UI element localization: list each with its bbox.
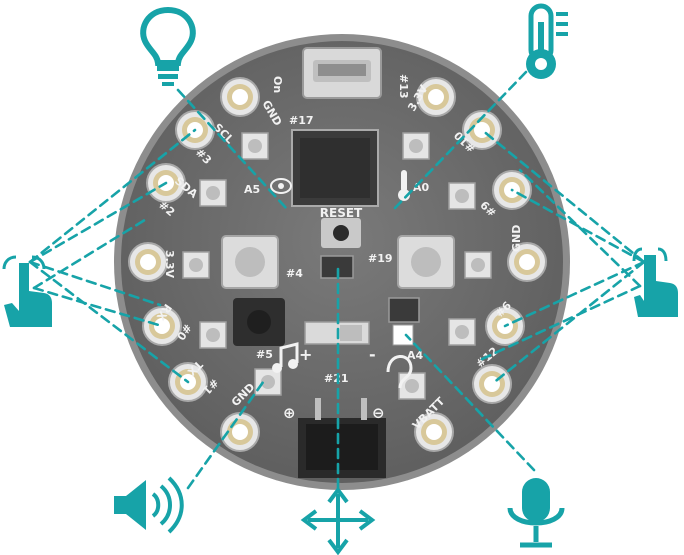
label-on: On: [271, 76, 284, 93]
dashed-line: [478, 284, 642, 362]
neopixel-lens: [455, 189, 469, 203]
eye-mark-icon: [270, 178, 292, 194]
label-p13: #13: [397, 74, 410, 99]
neopixel-body: [241, 132, 269, 160]
label-p5: #5: [256, 348, 273, 361]
label-a5: A5: [244, 183, 260, 196]
battery-connector: [298, 398, 386, 478]
dashed-line: [393, 70, 528, 210]
pad-hole: [426, 424, 442, 440]
dashed-line: [28, 128, 197, 264]
music-note-mark-icon: [272, 342, 299, 373]
circuit-board: RESET #4 #19 #5 #21 #17 A5 A0 A4 + - ⊕ ⊖…: [114, 34, 570, 490]
dashed-line: [490, 260, 646, 386]
pad-hole: [428, 89, 444, 105]
label-plus-circle: ⊕: [283, 404, 296, 422]
neopixel: [398, 372, 426, 400]
reset-button[interactable]: [321, 218, 361, 248]
pad-hole: [154, 318, 170, 334]
connector-lines: [28, 70, 646, 490]
neopixel-lens: [409, 139, 423, 153]
dashed-line: [28, 181, 168, 264]
label-a4: A4: [407, 349, 424, 362]
neopixel: [464, 251, 492, 279]
label-minus: -: [369, 345, 376, 364]
pad: [414, 412, 454, 452]
neopixel: [402, 132, 430, 160]
dashed-line: [32, 216, 150, 290]
neopixel: [199, 179, 227, 207]
neopixel: [448, 182, 476, 210]
light-sensor-chip: [388, 297, 420, 323]
lightbulb-icon: [140, 6, 196, 86]
move-arrows-icon: [300, 486, 376, 555]
neopixel-lens: [471, 258, 485, 272]
pad-hole: [232, 424, 248, 440]
pad-hole: [232, 89, 248, 105]
neopixel-lens: [206, 186, 220, 200]
neopixel-lens: [405, 379, 419, 393]
microphone-chip: [392, 324, 414, 346]
dashed-line: [404, 333, 536, 472]
dashed-line: [176, 88, 288, 210]
label-p21: #21: [324, 372, 349, 385]
label-minus-circle: ⊖: [372, 404, 385, 422]
usb-connector: [302, 47, 382, 99]
pad: [220, 77, 260, 117]
neopixel-lens: [261, 375, 275, 389]
dashed-line: [510, 188, 646, 264]
neopixel-lens: [189, 258, 203, 272]
dashed-line: [28, 260, 190, 384]
label-p19: #19: [368, 252, 393, 265]
neopixel: [448, 318, 476, 346]
speaker-icon: [114, 476, 184, 534]
pad-hole: [519, 254, 535, 270]
pad: [168, 362, 208, 402]
pad-label-33v-left: 3.3V: [163, 250, 176, 278]
label-reset: RESET: [320, 206, 363, 220]
pad: [416, 77, 456, 117]
neopixel-lens: [206, 328, 220, 342]
dashed-line: [480, 128, 646, 264]
dashed-line: [186, 376, 268, 490]
pad: [507, 242, 547, 282]
neopixel-lens: [248, 139, 262, 153]
button-b[interactable]: [397, 235, 455, 289]
neopixel-body: [254, 368, 282, 396]
dashed-line: [503, 260, 646, 328]
dashed-line: [28, 260, 162, 307]
dashed-line: [518, 168, 642, 288]
label-plus: +: [299, 345, 312, 364]
pad: [128, 242, 168, 282]
pad-hole: [140, 254, 156, 270]
ear-mark-icon: [386, 355, 413, 389]
button-a[interactable]: [221, 235, 279, 289]
label-p17: #17: [289, 114, 314, 127]
pad-label-gnd-right: GND: [510, 225, 523, 252]
neopixel: [254, 368, 282, 396]
speaker-buzzer: [233, 298, 285, 346]
touch-hand-right-icon: [632, 247, 678, 317]
neopixel-lens: [455, 325, 469, 339]
pad: [142, 306, 182, 346]
neopixel: [182, 251, 210, 279]
microphone-icon: [507, 478, 565, 548]
pad: [472, 364, 512, 404]
neopixel-ring: [182, 132, 492, 400]
label-p4: #4: [286, 267, 303, 280]
thermometer-mark-icon: [398, 170, 410, 201]
thermometer-icon: [526, 3, 568, 79]
dashed-line: [32, 286, 164, 328]
neopixel: [199, 321, 227, 349]
neopixel-body: [182, 251, 210, 279]
neopixel: [241, 132, 269, 160]
touch-hand-left-icon: [2, 255, 52, 327]
microcontroller-chip: [291, 129, 379, 207]
